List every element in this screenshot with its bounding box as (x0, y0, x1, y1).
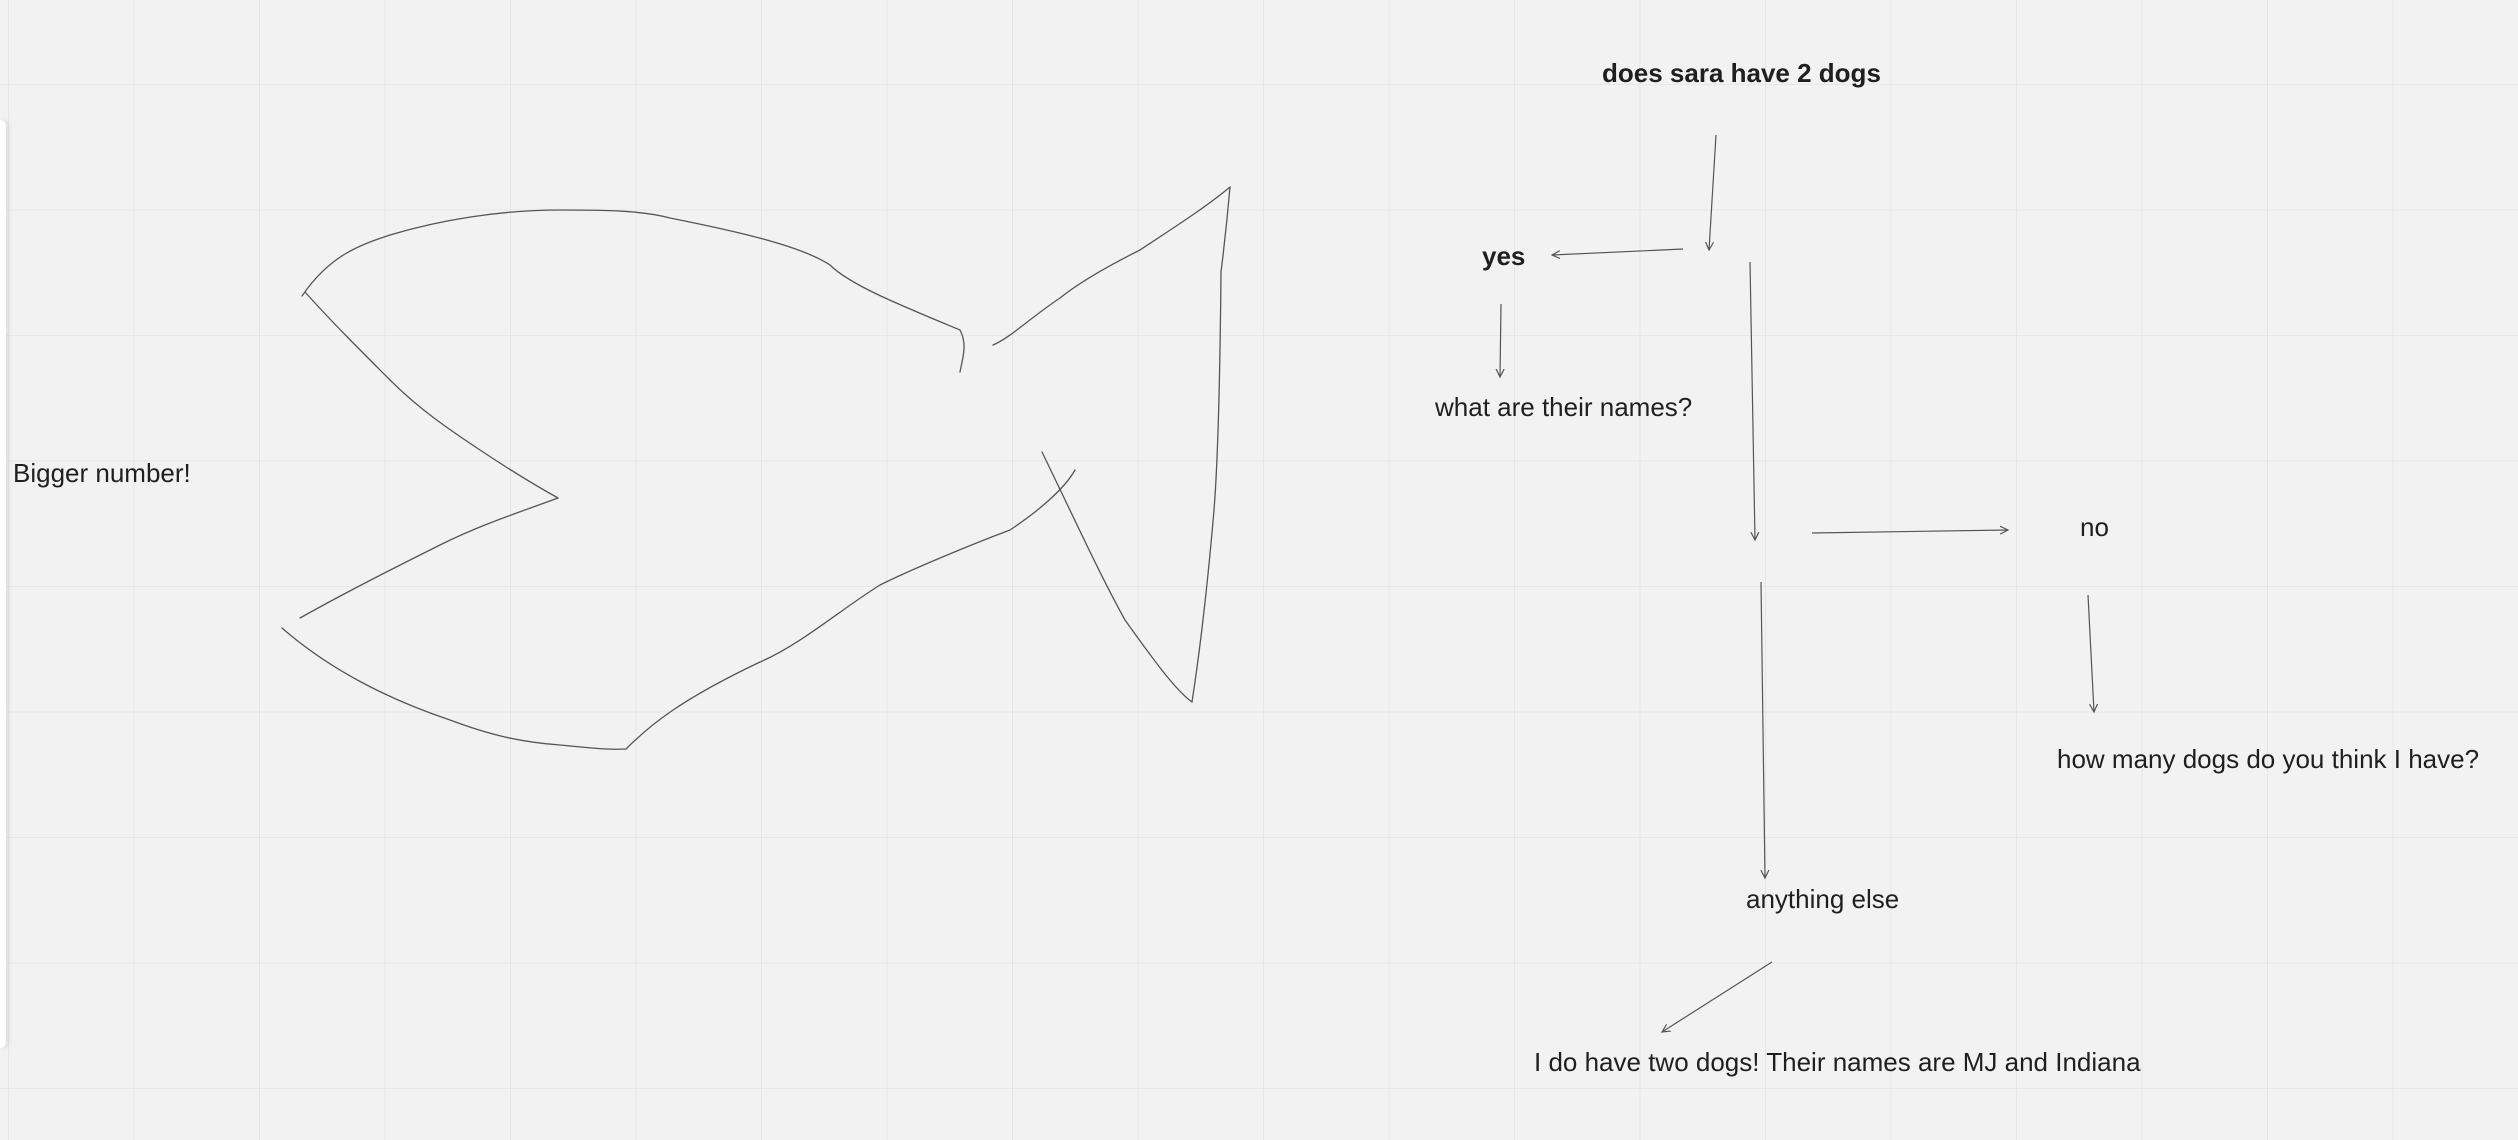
arrow-question-down[interactable] (1709, 134, 1717, 250)
flowchart-connectors[interactable] (1500, 134, 2094, 1032)
fish-sketch[interactable] (281, 186, 1231, 750)
fish-tail-top-stroke[interactable] (992, 186, 1231, 346)
left-toolbar-panel[interactable] (0, 120, 6, 1048)
note-no[interactable]: no (2080, 512, 2109, 542)
note-answer[interactable]: I do have two dogs! Their names are MJ a… (1534, 1047, 2141, 1077)
fish-mouth-upper-stroke[interactable] (304, 291, 559, 499)
note-anything-else[interactable]: anything else (1746, 884, 1900, 914)
arrow-no-to-how-many[interactable] (2087, 594, 2094, 712)
note-bigger-number[interactable]: Bigger number! (13, 458, 191, 488)
note-names-question[interactable]: what are their names? (1435, 392, 1693, 422)
fish-tail-bottom-stroke[interactable] (1041, 451, 1193, 703)
fish-mouth-lower-stroke[interactable] (299, 497, 559, 619)
arrow-to-no[interactable] (1811, 530, 2008, 533)
arrow-yes-to-names[interactable] (1500, 303, 1501, 377)
fish-lower-body-stroke[interactable] (281, 469, 1076, 750)
arrow-to-yes[interactable] (1552, 248, 1684, 255)
note-question[interactable]: does sara have 2 dogs (1602, 58, 1881, 88)
fish-tail-back-stroke[interactable] (1191, 186, 1231, 703)
arrow-to-anything-else[interactable] (1761, 581, 1765, 878)
note-yes[interactable]: yes (1482, 241, 1526, 271)
arrow-to-answer[interactable] (1662, 961, 1773, 1032)
arrow-question-to-branch[interactable] (1749, 261, 1755, 540)
fish-upper-body-stroke[interactable] (301, 209, 965, 373)
note-how-many[interactable]: how many dogs do you think I have? (2057, 744, 2480, 774)
